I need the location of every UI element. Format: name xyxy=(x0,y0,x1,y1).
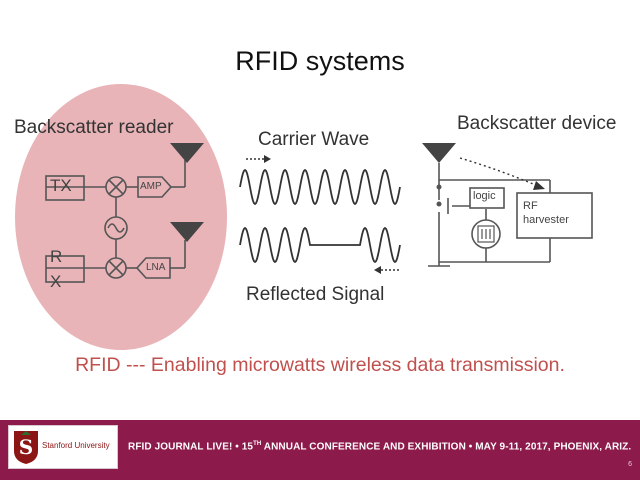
event-text-part2: ANNUAL CONFERENCE AND EXHIBITION • MAY 9… xyxy=(261,441,632,453)
harvester-label-line2: harvester xyxy=(523,214,569,226)
rf-harvester-box xyxy=(516,192,593,239)
memory-icon xyxy=(471,219,501,249)
device-antenna-icon xyxy=(422,143,456,163)
tx-box xyxy=(45,175,85,201)
tx-antenna-icon xyxy=(170,143,204,163)
event-text-sup: TH xyxy=(253,441,262,447)
event-text-part1: RFID JOURNAL LIVE! • 15 xyxy=(128,441,254,453)
harvester-label-line1: RF xyxy=(523,200,538,212)
device-circuit xyxy=(428,163,551,267)
harvest-arrow-icon xyxy=(459,157,545,190)
lna-label: LNA xyxy=(146,262,166,273)
carrier-wave xyxy=(239,168,401,206)
rx-label-bottom: X xyxy=(50,272,62,291)
stanford-logo: S Stanford University xyxy=(8,425,118,469)
rx-antenna-icon xyxy=(170,222,204,242)
tx-label: TX xyxy=(50,176,72,195)
switch-contact-bottom xyxy=(436,201,442,207)
switch-contact-top xyxy=(436,184,442,190)
reflected-signal-label: Reflected Signal xyxy=(246,284,385,305)
rx-mixer-icon xyxy=(105,257,127,279)
reflected-wave xyxy=(239,226,401,264)
amp-label: AMP xyxy=(140,181,162,192)
rx-box xyxy=(45,255,85,283)
reflected-arrow-icon xyxy=(374,266,399,274)
oscillator-icon xyxy=(104,216,128,240)
stanford-seal-icon: S xyxy=(14,431,38,464)
page-number: 6 xyxy=(628,461,632,468)
amp-icon xyxy=(137,176,173,198)
logo-text: Stanford University xyxy=(42,441,110,450)
logic-box xyxy=(469,187,505,209)
reader-ellipse xyxy=(15,84,227,350)
tagline: RFID --- Enabling microwatts wireless da… xyxy=(75,354,565,376)
lna-icon xyxy=(135,257,171,279)
reader-title: Backscatter reader xyxy=(14,117,174,138)
carrier-arrow-icon xyxy=(246,155,271,163)
device-title: Backscatter device xyxy=(457,113,617,134)
reader-circuit xyxy=(46,160,186,269)
carrier-wave-label: Carrier Wave xyxy=(258,129,370,150)
slide-title: RFID systems xyxy=(235,46,405,76)
rfid-diagram xyxy=(15,84,593,350)
svg-text:S: S xyxy=(19,435,33,459)
logic-label: logic xyxy=(473,190,496,202)
event-text: RFID JOURNAL LIVE! • 15TH ANNUAL CONFERE… xyxy=(128,441,631,452)
footer-bar: S Stanford University RFID JOURNAL LIVE!… xyxy=(0,420,640,480)
rx-label-top: R xyxy=(50,247,63,266)
tx-mixer-icon xyxy=(105,176,127,198)
